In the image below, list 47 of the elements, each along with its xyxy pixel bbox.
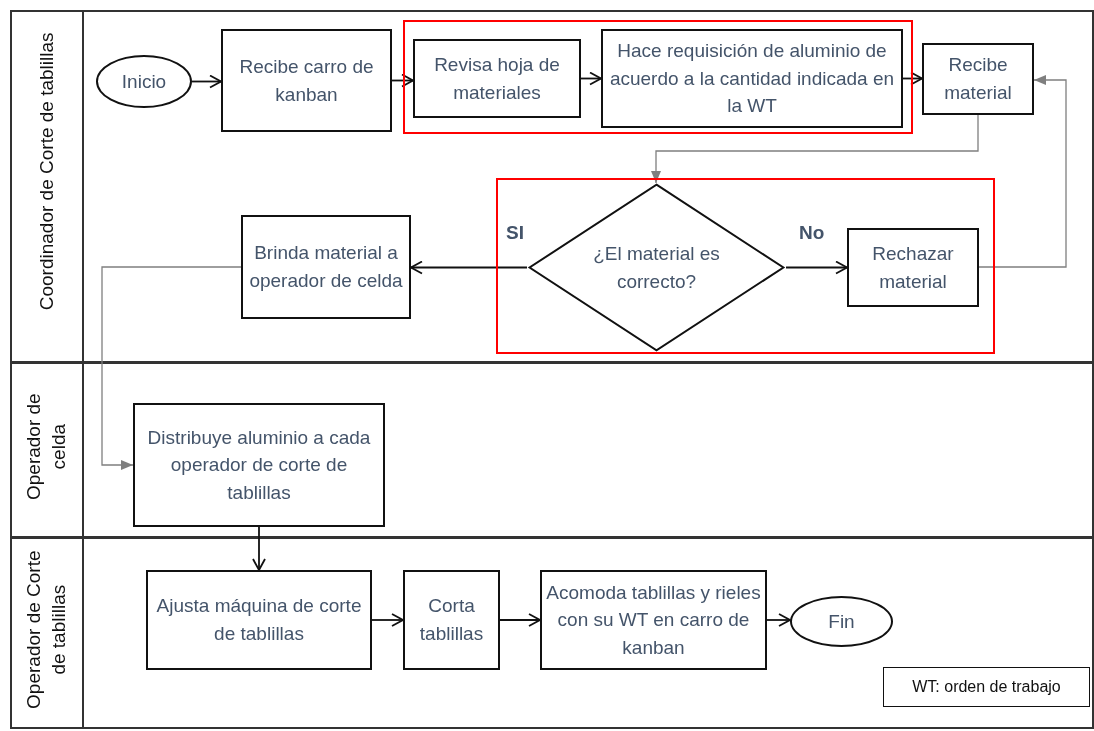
swimlane	[10, 362, 1094, 538]
note-box	[883, 667, 1090, 707]
swimlane	[10, 537, 1094, 729]
step-text: Distribuye aluminio a cada operador de corte de tablillas	[146, 425, 372, 505]
highlight-frame	[403, 20, 913, 134]
process-box	[241, 215, 411, 319]
step-text: Ajusta máquina de corte de tablillas	[155, 594, 363, 646]
highlight-frame	[496, 178, 995, 354]
process-box	[847, 228, 979, 307]
step-text: Recibe material	[943, 53, 1013, 105]
process-box	[221, 29, 392, 132]
step-text: Rechazar material	[871, 241, 955, 294]
arrow	[580, 71, 602, 86]
lane-label: Coordinador de Corte de tablillas	[34, 30, 58, 312]
arrow	[391, 73, 414, 88]
swimlane	[10, 10, 1094, 363]
step-text: Recibe carro de kanban	[238, 54, 375, 107]
arrow	[902, 71, 923, 86]
process-box	[922, 43, 1034, 115]
arrow	[785, 260, 848, 275]
note-text: WT: orden de trabajo	[912, 677, 1061, 698]
step-text: ¿El material es correcto?	[592, 241, 721, 294]
process-box	[540, 570, 767, 670]
arrow	[766, 613, 791, 627]
arrow	[410, 260, 528, 275]
arrow	[371, 613, 404, 627]
arrow	[191, 74, 222, 89]
step-text: Revisa hoja de materiales	[433, 52, 561, 105]
process-box	[133, 403, 385, 527]
process-box	[413, 39, 581, 118]
lane-label: Operador de Corte de tablillas	[22, 549, 70, 711]
arrow	[499, 613, 541, 627]
arrow	[101, 266, 242, 470]
process-box	[601, 29, 903, 128]
arrow	[252, 526, 266, 571]
decision-diamond	[527, 183, 786, 352]
arrow	[978, 75, 1067, 268]
step-text: Fin	[828, 609, 855, 634]
step-text: Hace requisición de aluminio de acuerdo a la cantidad indicada en la WT	[608, 39, 896, 119]
process-box	[146, 570, 372, 670]
process-box	[403, 570, 500, 670]
lane-label: Operador de celda	[22, 392, 70, 503]
step-text: Brinda material a operador de celda	[248, 241, 404, 293]
arrow	[651, 114, 979, 184]
step-text: Corta tablillas	[418, 594, 485, 646]
step-text: Acomoda tablillas y rieles con su WT en carro de kanban	[545, 580, 762, 660]
step-text: Inicio	[121, 69, 167, 94]
